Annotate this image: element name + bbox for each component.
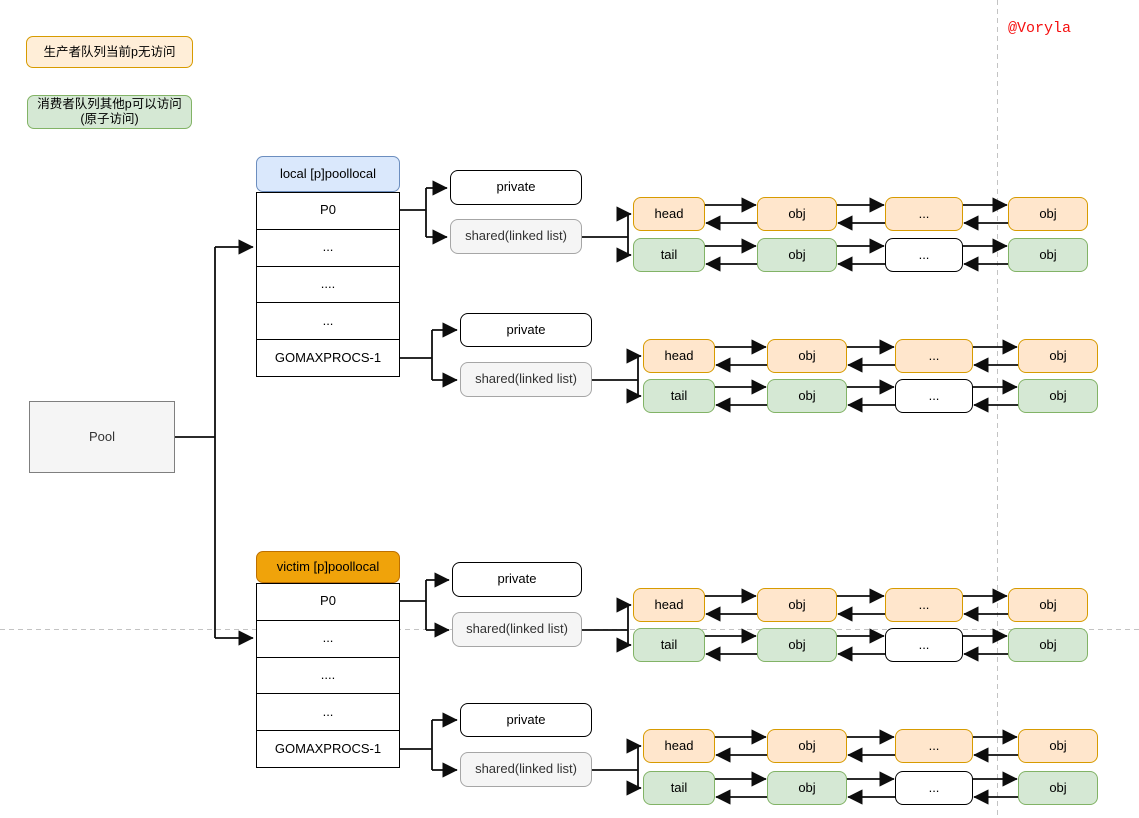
node-head: head bbox=[633, 588, 705, 622]
shared-box: shared(linked list) bbox=[450, 219, 582, 254]
node-obj: obj bbox=[1018, 771, 1098, 805]
node-tail: tail bbox=[643, 379, 715, 413]
table-victim-row: ... bbox=[256, 693, 400, 732]
node-obj: obj bbox=[1018, 729, 1098, 763]
node-obj: obj bbox=[757, 628, 837, 662]
pool-box: Pool bbox=[29, 401, 175, 473]
node-tail: tail bbox=[643, 771, 715, 805]
node-head: head bbox=[643, 339, 715, 373]
node-ellipsis: ... bbox=[885, 588, 963, 622]
table-local-row: GOMAXPROCS-1 bbox=[256, 339, 400, 377]
table-victim-row: ... bbox=[256, 619, 400, 658]
table-local-row: .... bbox=[256, 265, 400, 304]
table-local-row: P0 bbox=[256, 192, 400, 230]
node-ellipsis: ... bbox=[885, 197, 963, 231]
shared-box: shared(linked list) bbox=[460, 752, 592, 787]
node-ellipsis: ... bbox=[895, 771, 973, 805]
legend-producer-queue: 生产者队列当前p无访问 bbox=[26, 36, 193, 68]
node-obj: obj bbox=[767, 379, 847, 413]
node-head: head bbox=[643, 729, 715, 763]
node-obj: obj bbox=[1008, 588, 1088, 622]
node-ellipsis: ... bbox=[895, 339, 973, 373]
node-obj: obj bbox=[1018, 379, 1098, 413]
shared-box: shared(linked list) bbox=[452, 612, 582, 647]
node-obj: obj bbox=[1008, 197, 1088, 231]
table-local-row: ... bbox=[256, 228, 400, 267]
table-victim-row: GOMAXPROCS-1 bbox=[256, 730, 400, 768]
node-obj: obj bbox=[757, 588, 837, 622]
table-victim-row: .... bbox=[256, 656, 400, 695]
node-head: head bbox=[633, 197, 705, 231]
table-local-row: ... bbox=[256, 302, 400, 341]
node-tail: tail bbox=[633, 628, 705, 662]
node-obj: obj bbox=[1008, 238, 1088, 272]
private-box: private bbox=[460, 313, 592, 347]
table-victim-header: victim [p]poollocal bbox=[256, 551, 400, 583]
private-box: private bbox=[460, 703, 592, 737]
table-victim-row: P0 bbox=[256, 583, 400, 621]
node-ellipsis: ... bbox=[895, 729, 973, 763]
legend-consumer-queue: 消费者队列其他p可以访问(原子访问) bbox=[27, 95, 192, 129]
connectors bbox=[175, 180, 1020, 805]
node-obj: obj bbox=[1008, 628, 1088, 662]
shared-box: shared(linked list) bbox=[460, 362, 592, 397]
table-local-header: local [p]poollocal bbox=[256, 156, 400, 192]
node-obj: obj bbox=[757, 238, 837, 272]
watermark: @Voryla bbox=[1008, 20, 1072, 37]
node-ellipsis: ... bbox=[885, 628, 963, 662]
private-box: private bbox=[452, 562, 582, 597]
node-obj: obj bbox=[767, 339, 847, 373]
node-ellipsis: ... bbox=[885, 238, 963, 272]
node-obj: obj bbox=[767, 771, 847, 805]
node-obj: obj bbox=[1018, 339, 1098, 373]
node-obj: obj bbox=[757, 197, 837, 231]
private-box: private bbox=[450, 170, 582, 205]
node-ellipsis: ... bbox=[895, 379, 973, 413]
node-obj: obj bbox=[767, 729, 847, 763]
node-tail: tail bbox=[633, 238, 705, 272]
